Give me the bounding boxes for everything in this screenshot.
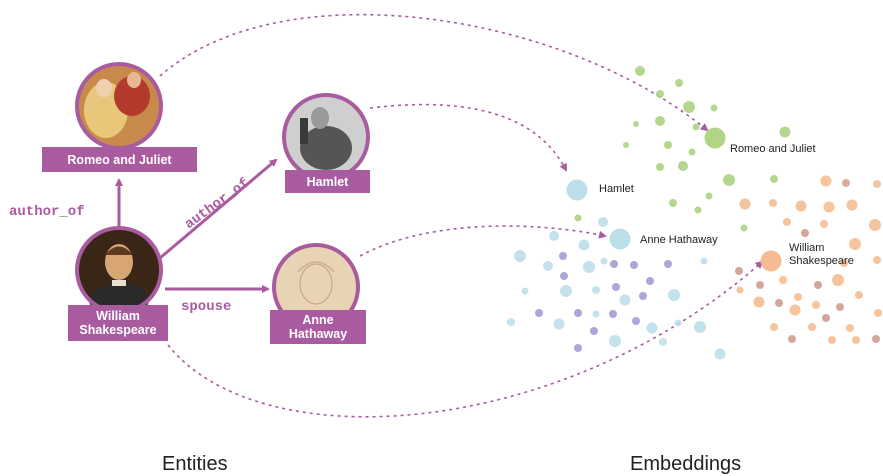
entity-label-anne: Anne Hathaway [270,310,366,344]
entity-label-shakespeare: William Shakespeare [68,305,168,341]
embedding-points [507,66,882,360]
relation-label-spouse: spouse [181,299,232,315]
entity-image-hamlet [282,93,370,181]
embedding-label-anne: Anne Hathaway [640,234,718,246]
relation-label-author-of-vertical: author_of [9,204,85,220]
mapping-arrow-anne [359,225,607,257]
mapping-arrow-shakespeare [167,260,764,418]
relation-arrow-author-of-hamlet [159,158,278,260]
entity-image-romeo [75,62,163,150]
entity-label-romeo: Romeo and Juliet [42,147,197,172]
embedding-label-hamlet: Hamlet [599,183,634,195]
mapping-arrow-hamlet [369,103,567,172]
entity-label-hamlet: Hamlet [285,170,370,193]
entity-image-shakespeare [75,226,163,316]
embedding-label-romeo: Romeo and Juliet [730,143,816,155]
mapping-arrow-romeo [159,13,709,132]
caption-entities: Entities [162,453,228,475]
embedding-label-shakespeare: William Shakespeare [789,242,854,267]
caption-embeddings: Embeddings [630,453,742,475]
